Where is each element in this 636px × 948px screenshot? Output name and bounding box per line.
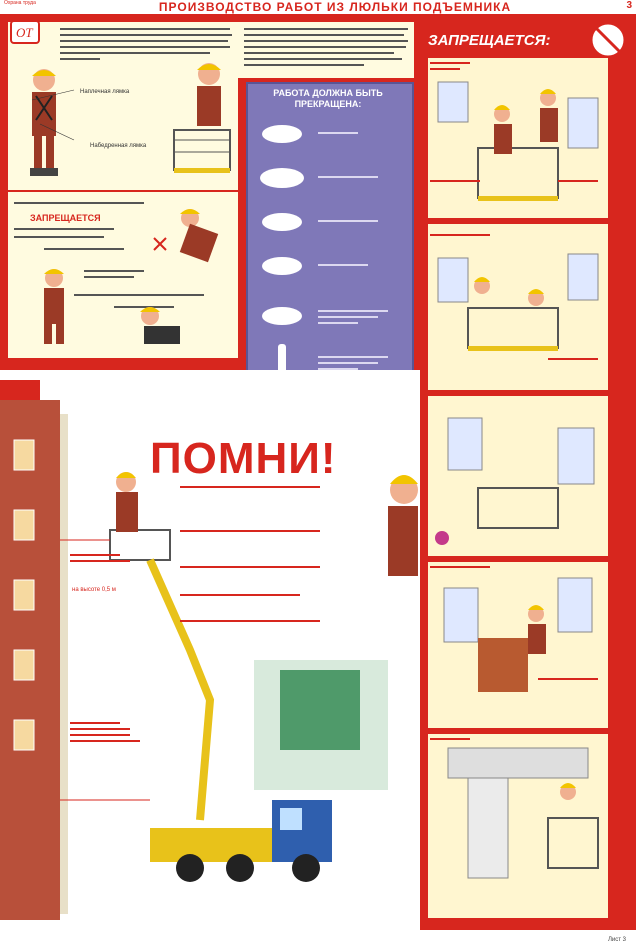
label-hip-strap: Набедренная лямка xyxy=(90,143,147,149)
cloud-icon xyxy=(262,307,302,325)
page-title: ПРОИЗВОДСТВО РАБОТ ИЗ ЛЮЛЬКИ ПОДЪЕМНИКА xyxy=(158,0,512,14)
footer-right: Лист 3 xyxy=(607,937,626,943)
remember-heading: ПОМНИ! xyxy=(150,434,337,483)
footer xyxy=(0,930,636,948)
page-number: 3 xyxy=(626,0,632,11)
label-shoulder-strap: Наплечная лямка xyxy=(80,89,130,95)
lift-illustration xyxy=(0,380,418,920)
thermometer-icon xyxy=(278,344,286,378)
logo: ОТ xyxy=(10,20,40,44)
cloud-icon xyxy=(262,213,302,231)
panel-text-top xyxy=(238,22,414,78)
forbidden-heading: ЗАПРЕЩАЕТСЯ: xyxy=(428,32,551,49)
top-right-text-block xyxy=(244,28,408,66)
cloud-icon xyxy=(262,257,302,275)
height-label: на высоте 0,5 м xyxy=(72,587,116,593)
forbidden-word-left: ЗАПРЕЩАЕТСЯ xyxy=(30,213,101,223)
cloud-icon xyxy=(262,125,302,143)
warning-sign-icon xyxy=(589,21,627,59)
stop-work-title: РАБОТА ДОЛЖНА БЫТЬ ПРЕКРАЩЕНА: xyxy=(273,88,383,109)
forbidden-illustrations xyxy=(430,62,599,879)
logo-icon: ОТ xyxy=(16,25,33,40)
harness-illustration xyxy=(30,63,231,176)
harness-text-block xyxy=(60,28,232,60)
top-left-label: Охрана труда xyxy=(4,0,36,6)
signals-illustration xyxy=(14,202,219,344)
header-bar xyxy=(0,0,636,14)
cloud-icon xyxy=(260,168,304,188)
svg-text:ОТ: ОТ xyxy=(16,25,33,40)
